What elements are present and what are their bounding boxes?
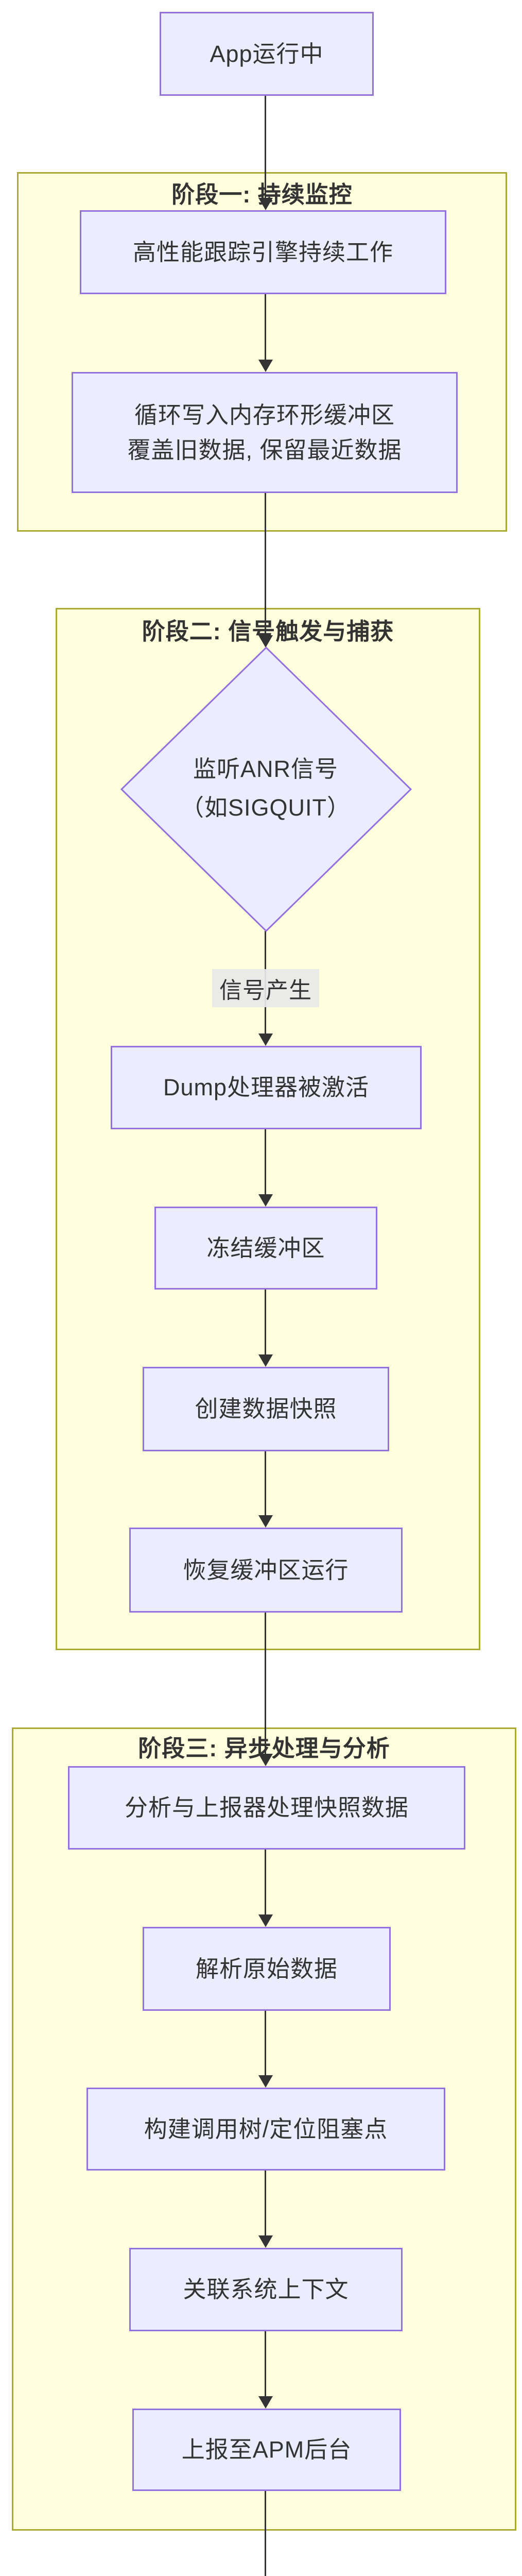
edge-snapshot-to-resume <box>265 1451 266 1516</box>
node-tracking-engine: 高性能跟踪引擎持续工作 <box>80 210 446 294</box>
edge-dump-to-freeze <box>265 1129 266 1195</box>
diamond-shape <box>120 647 412 932</box>
arrowhead-down-icon <box>258 1194 273 1207</box>
node-create-snapshot: 创建数据快照 <box>143 1367 389 1451</box>
node-parse-raw-data-label: 解析原始数据 <box>195 1955 338 1982</box>
arrowhead-down-icon <box>258 2235 273 2248</box>
node-listen-anr-line1: 监听ANR信号 <box>193 756 338 782</box>
edge-report-to-developer <box>265 2491 266 2576</box>
edge-start-to-tracking <box>265 95 266 199</box>
node-app-running: App运行中 <box>160 12 374 96</box>
edge-freeze-to-snapshot <box>265 1290 266 1355</box>
node-ring-buffer-line2: 覆盖旧数据, 保留最近数据 <box>127 436 402 463</box>
node-ring-buffer: 循环写入内存环形缓冲区 覆盖旧数据, 保留最近数据 <box>72 372 458 493</box>
arrowhead-down-icon <box>258 1754 273 1766</box>
node-freeze-buffer-label: 冻结缓冲区 <box>206 1234 325 1261</box>
node-dump-handler-label: Dump处理器被激活 <box>163 1074 370 1101</box>
node-freeze-buffer: 冻结缓冲区 <box>154 1207 377 1290</box>
arrowhead-down-icon <box>258 2396 273 2409</box>
node-analyze-reporter: 分析与上报器处理快照数据 <box>68 1766 465 1850</box>
decision-diamond <box>120 647 412 932</box>
edge-context-to-report <box>265 2331 266 2397</box>
node-create-snapshot-label: 创建数据快照 <box>195 1396 337 1422</box>
edge-parse-to-calltree <box>265 2011 266 2076</box>
node-report-apm-label: 上报至APM后台 <box>181 2436 352 2463</box>
arrowhead-down-icon <box>258 635 273 648</box>
node-app-running-label: App运行中 <box>210 40 324 67</box>
node-ring-buffer-line1: 循环写入内存环形缓冲区 <box>134 402 395 428</box>
arrowhead-down-icon <box>258 360 273 372</box>
node-report-apm: 上报至APM后台 <box>132 2409 401 2491</box>
node-analyze-reporter-label: 分析与上报器处理快照数据 <box>124 1794 409 1821</box>
node-resume-buffer: 恢复缓冲区运行 <box>129 1528 403 1613</box>
node-build-call-tree-label: 构建调用树/定位阻塞点 <box>144 2115 388 2142</box>
node-parse-raw-data: 解析原始数据 <box>143 1927 391 2011</box>
arrowhead-down-icon <box>258 1033 273 1046</box>
node-build-call-tree: 构建调用树/定位阻塞点 <box>86 2088 445 2171</box>
node-dump-handler: Dump处理器被激活 <box>111 1046 422 1129</box>
arrowhead-down-icon <box>258 1914 273 1927</box>
node-link-context-label: 关联系统上下文 <box>183 2276 349 2303</box>
node-listen-anr-line2: （如SIGQUIT） <box>180 794 351 821</box>
arrowhead-down-icon <box>258 1515 273 1528</box>
edge-label-signal: 信号产生 <box>212 969 319 1007</box>
edge-tracking-to-ringbuffer <box>265 294 266 361</box>
node-link-context: 关联系统上下文 <box>129 2248 403 2331</box>
edge-calltree-to-context <box>265 2171 266 2236</box>
edge-analyze-to-parse <box>265 1850 266 1916</box>
node-listen-anr: 监听ANR信号 （如SIGQUIT） <box>137 750 394 827</box>
edge-ringbuffer-to-listen <box>265 493 266 636</box>
edge-resume-to-analyze <box>265 1613 266 1755</box>
arrowhead-down-icon <box>258 1354 273 1367</box>
node-tracking-engine-label: 高性能跟踪引擎持续工作 <box>132 239 393 265</box>
arrowhead-down-icon <box>258 198 273 210</box>
arrowhead-down-icon <box>258 2075 273 2088</box>
node-resume-buffer-label: 恢复缓冲区运行 <box>183 1556 349 1583</box>
